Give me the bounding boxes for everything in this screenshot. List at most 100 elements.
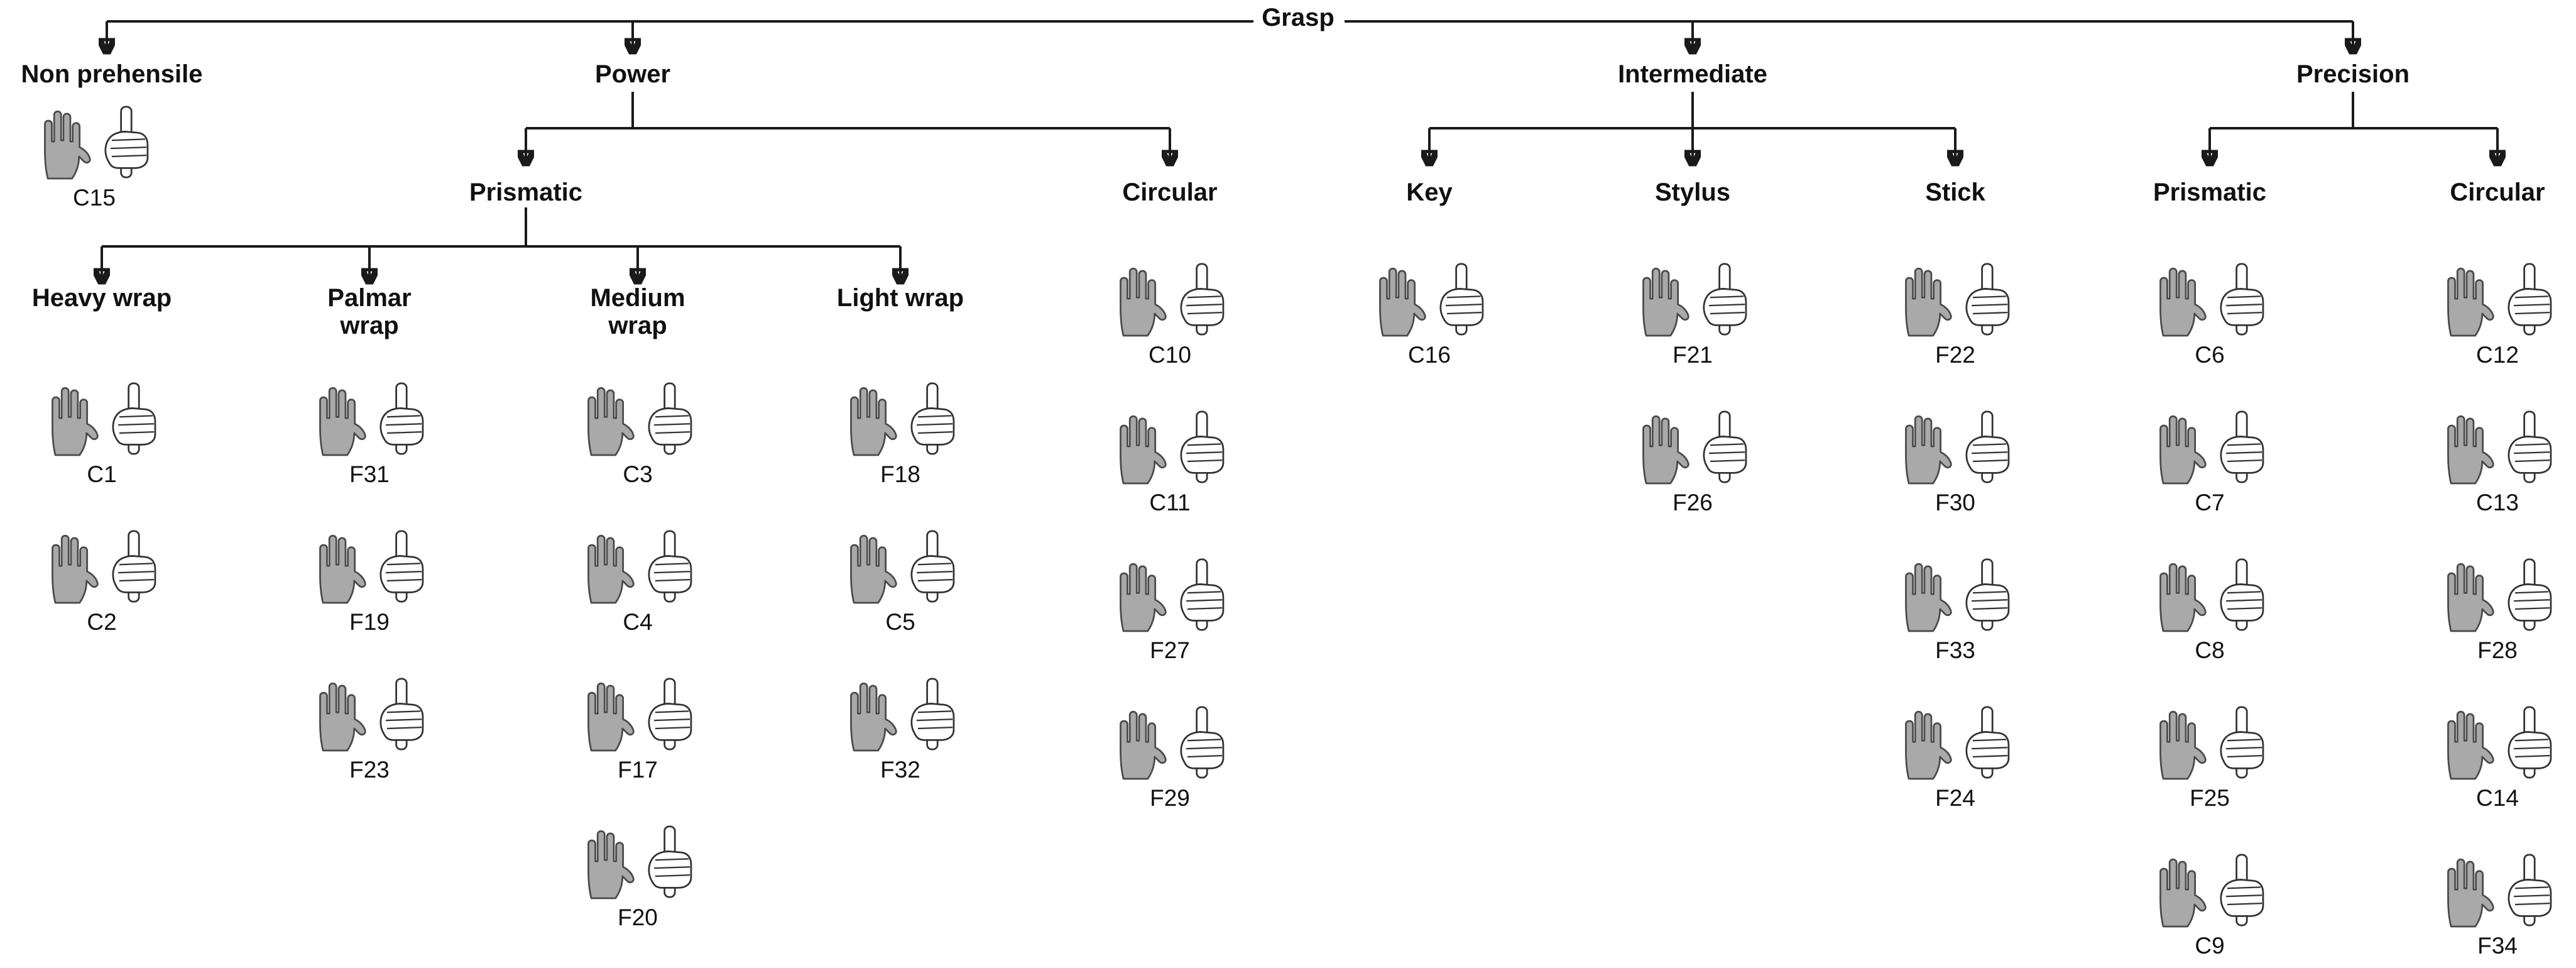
grasp-item-c7: C7 — [2141, 399, 2279, 516]
hand-pair — [2141, 399, 2279, 488]
grasp-code: C16 — [1408, 342, 1451, 368]
grasping-hand-icon — [1172, 258, 1230, 341]
grasp-code: C13 — [2476, 490, 2519, 515]
grasp-item-f22: F22 — [1886, 251, 2024, 368]
grasping-hand-icon — [1172, 701, 1230, 784]
hand-pair — [2428, 842, 2567, 932]
grasp-item-f25: F25 — [2141, 695, 2279, 811]
hand-pair — [2428, 399, 2567, 488]
grasp-item-f31: F31 — [300, 371, 439, 488]
hand-pair — [1360, 251, 1498, 341]
node-label-palmar-wrap: Palmar wrap — [327, 284, 412, 339]
hand-pair — [1101, 399, 1239, 488]
grasp-code: C15 — [73, 185, 116, 211]
grasp-code: F22 — [1935, 342, 1975, 368]
shaded-open-hand-icon — [1632, 258, 1690, 341]
shaded-open-hand-icon — [1895, 701, 1953, 784]
grasp-item-f21: F21 — [1624, 251, 1762, 368]
grasp-code: C10 — [1149, 342, 1191, 368]
grasp-item-c5: C5 — [831, 519, 969, 635]
node-label-stick: Stick — [1925, 179, 1985, 206]
grasp-item-f24: F24 — [1886, 695, 2024, 811]
grasping-hand-icon — [640, 525, 698, 608]
grasping-hand-icon — [2500, 553, 2558, 636]
grasping-hand-icon — [1172, 405, 1230, 488]
node-label-precision-circular: Circular — [2450, 179, 2545, 206]
grasp-item-f28: F28 — [2428, 547, 2567, 664]
hand-pair — [33, 371, 171, 460]
grasp-item-f32: F32 — [831, 666, 969, 783]
shaded-open-hand-icon — [577, 377, 635, 460]
hand-pair — [2141, 251, 2279, 341]
shaded-open-hand-icon — [1110, 701, 1167, 784]
grasp-code: C4 — [623, 609, 653, 635]
shaded-open-hand-icon — [2437, 553, 2495, 636]
hand-pair — [1886, 547, 2024, 636]
grasp-code: F33 — [1935, 637, 1975, 663]
shaded-open-hand-icon — [577, 820, 635, 903]
grasping-hand-icon — [903, 673, 961, 756]
shaded-open-hand-icon — [2437, 701, 2495, 784]
grasp-code: F21 — [1673, 342, 1713, 368]
hand-pair — [1101, 251, 1239, 341]
hand-pair — [300, 519, 439, 608]
grasp-code: F19 — [349, 609, 390, 635]
grasp-item-c2: C2 — [33, 519, 171, 635]
grasping-hand-icon — [372, 377, 430, 460]
shaded-open-hand-icon — [41, 377, 99, 460]
grasp-code: C11 — [1149, 490, 1191, 515]
node-label-stylus: Stylus — [1654, 179, 1731, 206]
hand-pair — [2428, 547, 2567, 636]
hand-pair — [831, 519, 969, 608]
shaded-open-hand-icon — [2149, 405, 2207, 488]
node-label-power: Power — [594, 60, 671, 88]
hand-pair — [2141, 695, 2279, 784]
grasp-code: F17 — [618, 757, 658, 783]
grasping-hand-icon — [1958, 701, 2016, 784]
grasp-code: F31 — [349, 461, 390, 487]
grasp-item-f27: F27 — [1101, 547, 1239, 664]
grasp-code: F23 — [349, 757, 390, 783]
grasping-hand-icon — [104, 377, 162, 460]
shaded-open-hand-icon — [1110, 553, 1167, 636]
grasping-hand-icon — [2500, 405, 2558, 488]
hand-pair — [1886, 695, 2024, 784]
grasp-code: F29 — [1150, 785, 1190, 811]
grasping-hand-icon — [1958, 258, 2016, 341]
grasp-code: C12 — [2476, 342, 2519, 368]
grasp-code: C6 — [2195, 342, 2225, 368]
grasping-hand-icon — [1695, 258, 1753, 341]
shaded-open-hand-icon — [2437, 849, 2495, 932]
shaded-open-hand-icon — [2149, 258, 2207, 341]
shaded-open-hand-icon — [2149, 553, 2207, 636]
grasp-code: C1 — [87, 461, 117, 487]
grasp-item-c12: C12 — [2428, 251, 2567, 368]
hand-pair — [33, 519, 171, 608]
node-label-key: Key — [1406, 179, 1453, 206]
grasp-item-c16: C16 — [1360, 251, 1498, 368]
shaded-open-hand-icon — [1895, 405, 1953, 488]
grasping-hand-icon — [2212, 849, 2270, 932]
shaded-open-hand-icon — [840, 525, 898, 608]
grasp-code: C14 — [2476, 785, 2519, 811]
hand-pair — [1624, 251, 1762, 341]
hand-pair — [569, 519, 707, 608]
grasp-item-c10: C10 — [1101, 251, 1239, 368]
grasp-item-f18: F18 — [831, 371, 969, 488]
grasp-item-f19: F19 — [300, 519, 439, 635]
shaded-open-hand-icon — [577, 673, 635, 756]
grasp-item-f30: F30 — [1886, 399, 2024, 516]
grasp-code: F24 — [1935, 785, 1975, 811]
node-label-non-prehensile: Non prehensile — [21, 60, 203, 88]
grasping-hand-icon — [2212, 405, 2270, 488]
shaded-open-hand-icon — [2437, 405, 2495, 488]
grasping-hand-icon — [2500, 701, 2558, 784]
hand-pair — [1101, 547, 1239, 636]
node-label-power-circular: Circular — [1122, 179, 1218, 206]
shaded-open-hand-icon — [2149, 701, 2207, 784]
grasp-code: C3 — [623, 461, 653, 487]
grasp-item-c11: C11 — [1101, 399, 1239, 516]
grasp-item-c14: C14 — [2428, 695, 2567, 811]
